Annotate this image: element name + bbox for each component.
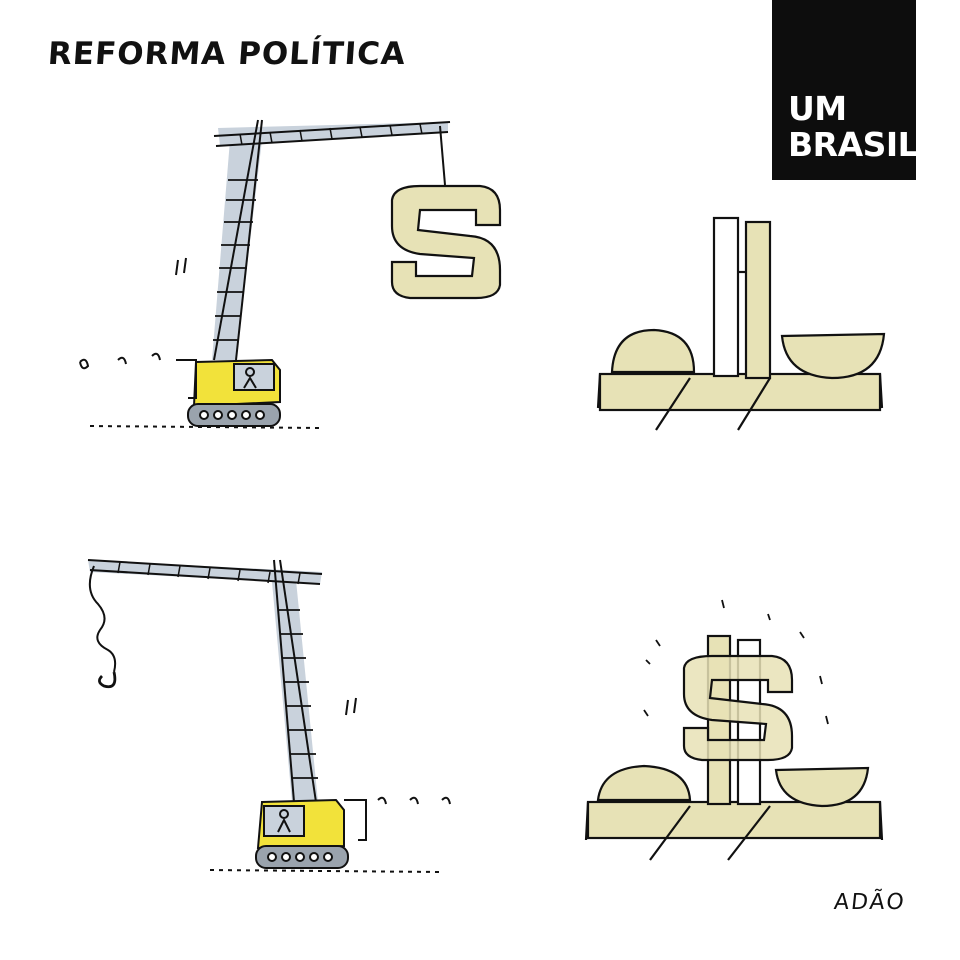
letter-s-icon [390,184,502,300]
logo-line-2: BRASIL [788,125,919,164]
hook-icon [88,565,117,689]
artist-signature: ADÃO [832,890,907,915]
crane-icon [87,559,451,873]
congress-icon [596,216,886,431]
logo-line-1: UM [788,89,847,128]
um-brasil-logo: UM BRASIL [772,0,919,180]
dollar-sign-icon [643,599,829,806]
crane-icon [79,119,451,429]
congress-icon [584,764,884,861]
